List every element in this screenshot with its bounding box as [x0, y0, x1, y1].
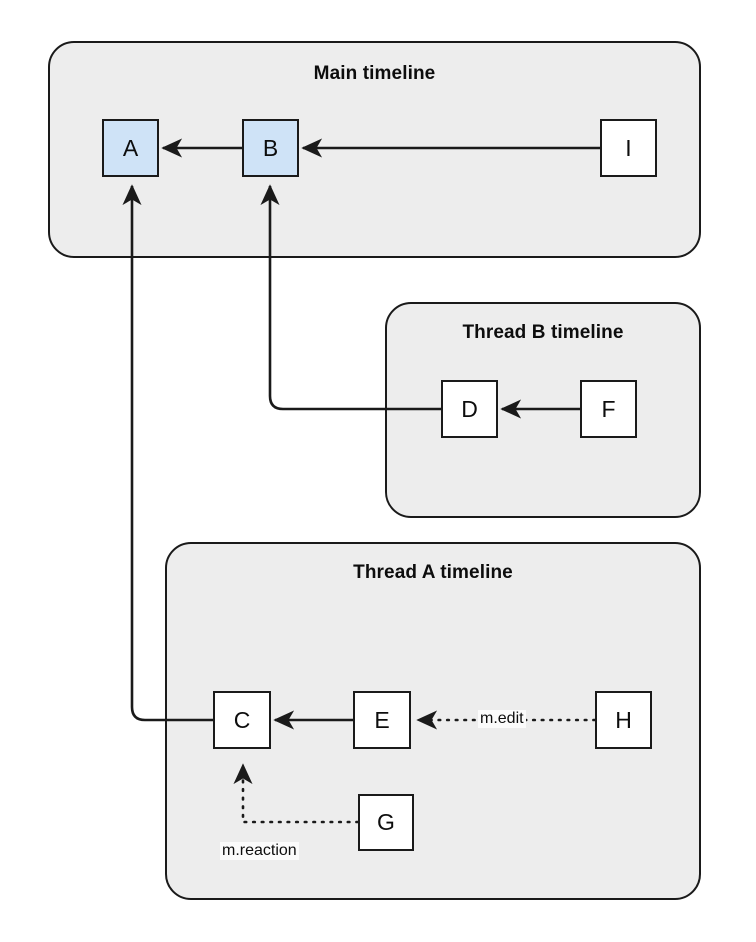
node-d-label: D: [461, 395, 478, 422]
edge-g-to-c: [233, 763, 360, 824]
node-b[interactable]: B: [242, 119, 299, 177]
group-thread-b-timeline-title: Thread B timeline: [462, 322, 624, 343]
node-e[interactable]: E: [353, 691, 411, 749]
node-a-label: A: [122, 134, 139, 161]
node-a[interactable]: A: [102, 119, 159, 177]
node-i[interactable]: I: [600, 119, 657, 177]
node-c[interactable]: C: [213, 691, 271, 749]
node-d[interactable]: D: [441, 380, 498, 438]
node-b-label: B: [262, 134, 279, 161]
edge-label-m-edit: m.edit: [478, 710, 526, 728]
group-thread-a-timeline-title: Thread A timeline: [353, 562, 513, 583]
node-g[interactable]: G: [358, 794, 414, 851]
node-g-label: G: [377, 809, 395, 835]
edge-label-m-reaction: m.reaction: [220, 842, 299, 860]
edge-c-to-a: [122, 184, 213, 722]
node-e-label: E: [374, 706, 390, 733]
node-f[interactable]: F: [580, 380, 637, 438]
node-h[interactable]: H: [595, 691, 652, 749]
edge-d-to-b: [260, 184, 441, 411]
node-f-label: F: [601, 395, 616, 422]
group-main-timeline-title: Main timeline: [313, 63, 436, 84]
node-c-label: C: [233, 706, 251, 733]
node-h-label: H: [615, 706, 632, 733]
node-i-label: I: [625, 134, 632, 161]
